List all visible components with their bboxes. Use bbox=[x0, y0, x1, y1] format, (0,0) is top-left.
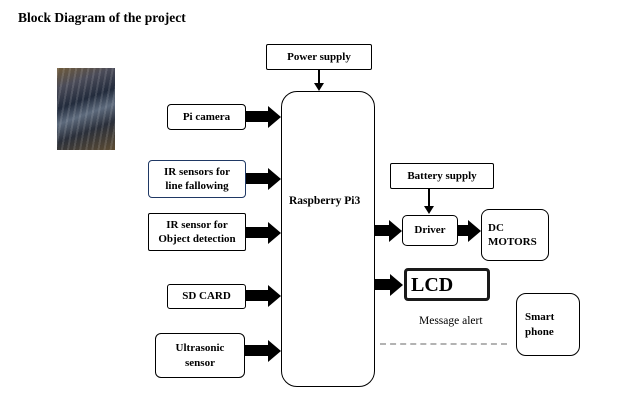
ultrasonic-sensor-label-line1: Ultrasonic bbox=[175, 342, 225, 355]
pi-camera-label: Pi camera bbox=[182, 110, 231, 123]
power-supply-label: Power supply bbox=[287, 50, 351, 63]
arrow-sd-card-icon bbox=[246, 290, 268, 301]
arrow-battery-to-driver-icon bbox=[428, 189, 431, 206]
smart-phone-label-line2: phone bbox=[525, 325, 554, 338]
battery-supply-label: Battery supply bbox=[407, 169, 477, 182]
ultrasonic-sensor-node: Ultrasonic sensor bbox=[155, 333, 245, 378]
dc-motors-label-line1: DC bbox=[488, 221, 504, 234]
driver-node: Driver bbox=[402, 215, 458, 246]
ir-line-sensor-node: IR sensors for line fallowing bbox=[148, 160, 246, 198]
arrow-ir-object-icon bbox=[246, 227, 268, 238]
ir-object-sensor-node: IR sensor for Object detection bbox=[148, 213, 246, 251]
lcd-node: LCD bbox=[404, 268, 490, 301]
ir-line-sensor-label-line1: IR sensors for bbox=[164, 165, 230, 178]
crack-surface-photo bbox=[57, 68, 115, 150]
dashed-link-to-smart-phone bbox=[380, 343, 507, 345]
message-alert-label: Message alert bbox=[419, 315, 483, 327]
arrow-driver-to-dc-motors-icon bbox=[458, 225, 468, 236]
arrow-ir-line-icon bbox=[246, 173, 268, 184]
arrow-power-to-raspberry-icon bbox=[318, 70, 321, 83]
smart-phone-label-line1: Smart bbox=[525, 311, 555, 324]
sd-card-node: SD CARD bbox=[167, 284, 246, 309]
battery-supply-node: Battery supply bbox=[390, 163, 494, 189]
ir-object-sensor-label-line1: IR sensor for bbox=[166, 218, 228, 231]
raspberry-pi3-node: Raspberry Pi3 bbox=[281, 91, 375, 387]
ultrasonic-sensor-label-line2: sensor bbox=[185, 356, 215, 369]
ir-object-sensor-label-line2: Object detection bbox=[158, 233, 236, 245]
diagram-title: Block Diagram of the project bbox=[18, 10, 186, 25]
ir-line-sensor-label-line2: line fallowing bbox=[165, 180, 229, 192]
driver-label: Driver bbox=[414, 224, 446, 237]
power-supply-node: Power supply bbox=[266, 44, 372, 70]
pi-camera-node: Pi camera bbox=[167, 104, 246, 130]
dc-motors-node: DC MOTORS bbox=[481, 209, 549, 261]
dc-motors-label-line2: MOTORS bbox=[488, 236, 537, 248]
arrow-raspberry-to-driver-icon bbox=[375, 225, 389, 236]
lcd-label: LCD bbox=[411, 273, 454, 296]
smart-phone-node: Smart phone bbox=[516, 293, 580, 356]
arrow-pi-camera-icon bbox=[246, 111, 268, 122]
arrow-raspberry-to-lcd-icon bbox=[375, 279, 390, 290]
sd-card-label: SD CARD bbox=[182, 290, 231, 303]
arrow-ultrasonic-icon bbox=[245, 345, 268, 356]
raspberry-pi3-label: Raspberry Pi3 bbox=[289, 195, 361, 207]
